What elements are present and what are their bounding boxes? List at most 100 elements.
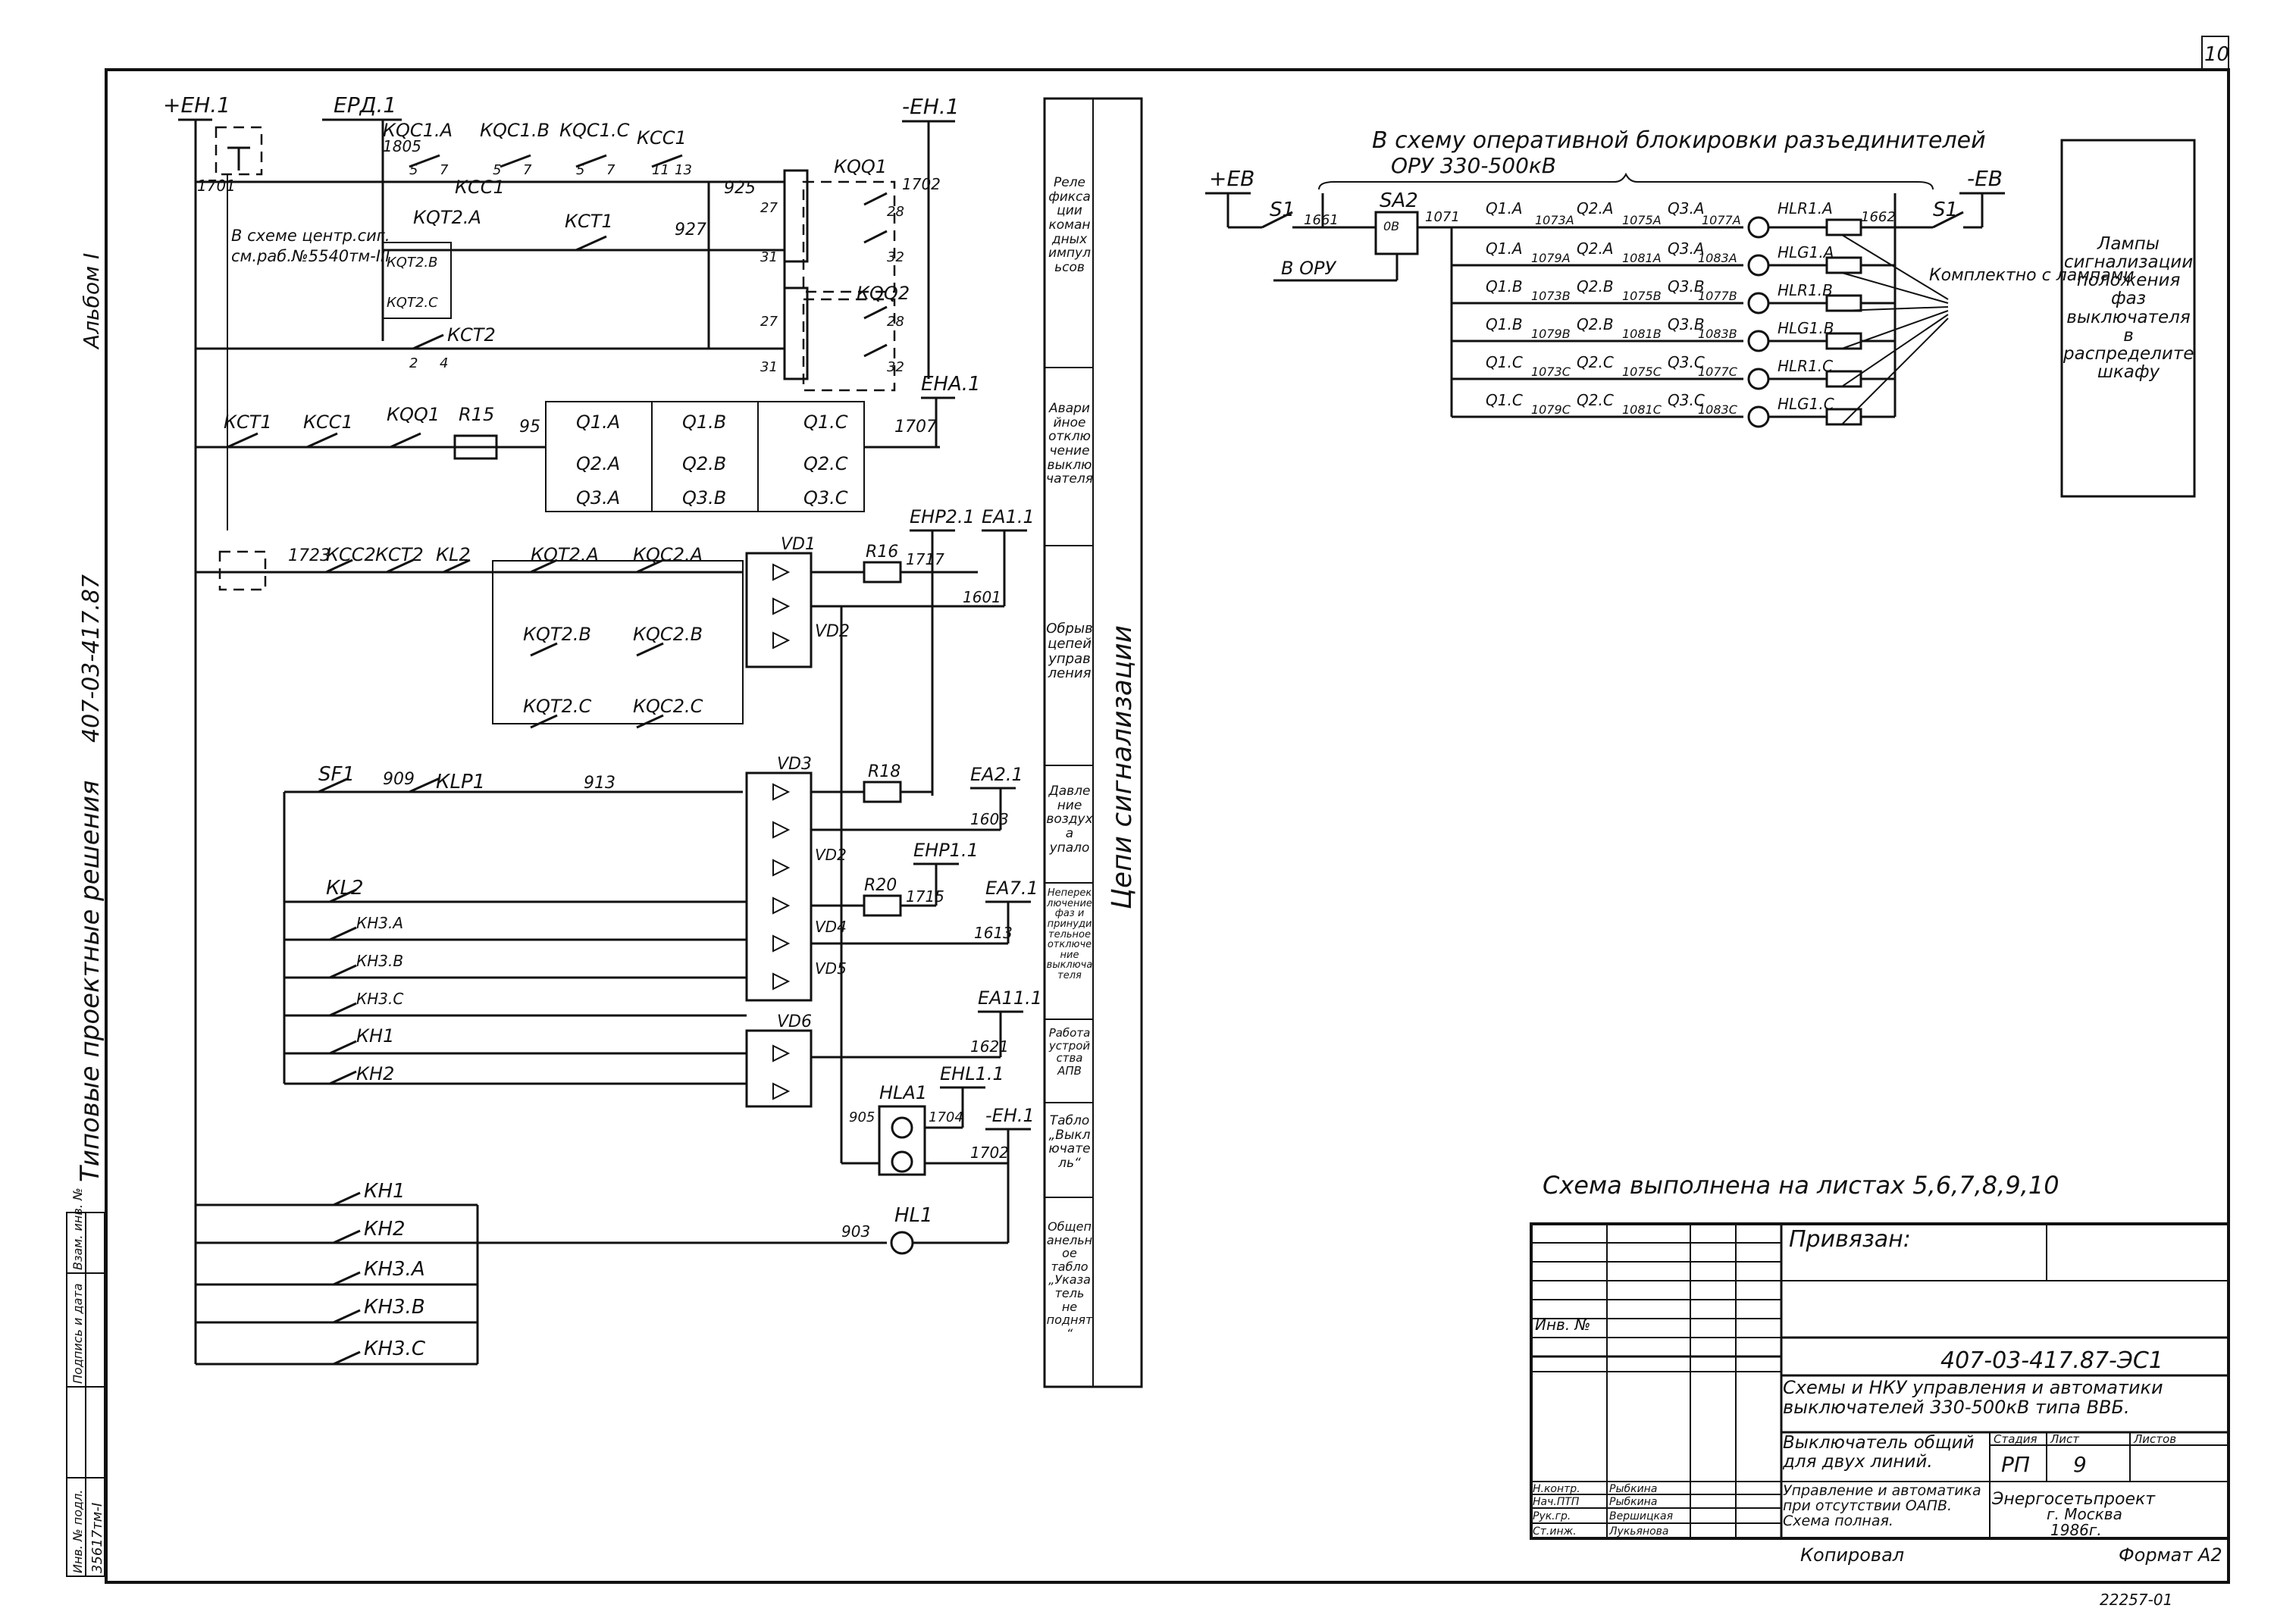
svg-text:R18: R18 xyxy=(868,762,901,781)
svg-text:1704: 1704 xyxy=(929,1109,963,1125)
svg-text:1717: 1717 xyxy=(906,550,944,568)
diode-block-vd3 xyxy=(745,771,813,1002)
svg-text:Q3.А: Q3.А xyxy=(576,487,620,508)
svg-text:КQС1.А: КQС1.А xyxy=(383,120,453,141)
right-title-1: В схему оперативной блокировки разъедини… xyxy=(1372,127,1986,154)
svg-text:КН2: КН2 xyxy=(364,1218,406,1241)
svg-text:1805: 1805 xyxy=(383,137,421,155)
bound-label: Привязан: xyxy=(1789,1226,1911,1253)
bus-minus-eb: -ЕВ xyxy=(1967,166,2003,191)
svg-text:1083С: 1083С xyxy=(1698,402,1738,417)
doc-description: Управление и автоматика при отсутствии О… xyxy=(1783,1484,1981,1529)
phase-row-5: Q1.С 1073С Q2.С 1075С Q3.С 1077С НLR1.С xyxy=(1452,353,1862,390)
svg-text:КСТ2: КСТ2 xyxy=(375,544,424,565)
svg-text:КН3.С: КН3.С xyxy=(356,990,403,1008)
svg-text:27: 27 xyxy=(760,314,778,330)
series-code: 407-03-417.87 xyxy=(78,574,105,743)
svg-text:КQС2.С: КQС2.С xyxy=(633,696,703,717)
svg-text:КСС1: КСС1 xyxy=(303,411,353,433)
svg-text:1081В: 1081В xyxy=(1622,327,1662,341)
svg-text:Рыбкина: Рыбкина xyxy=(1609,1483,1657,1495)
svg-text:R15: R15 xyxy=(459,404,494,425)
svg-text:7: 7 xyxy=(606,162,615,178)
svg-text:КQQ2: КQQ2 xyxy=(857,283,910,304)
doc-subtitle: Выключатель общий для двух линий. xyxy=(1783,1434,1975,1472)
left-margin: Альбом I 407-03-417.87 Типовые проектные… xyxy=(66,253,105,1577)
svg-text:31: 31 xyxy=(760,359,778,375)
signal-row-3: Обрыв цепей управления xyxy=(1046,621,1093,682)
diode-block-vd6 xyxy=(745,1029,813,1108)
svg-text:КQС1.С: КQС1.С xyxy=(559,120,630,141)
svg-text:R16: R16 xyxy=(866,543,898,562)
bus-minus-eh1-b: -ЕН.1 xyxy=(985,1105,1035,1126)
bus-erd1: ЕРД.1 xyxy=(334,92,396,117)
svg-text:КQТ2.В: КQТ2.В xyxy=(523,624,591,645)
signal-row-7: Табло „Выключатель“ xyxy=(1048,1114,1091,1172)
svg-text:1079В: 1079В xyxy=(1531,327,1571,341)
svg-text:913: 913 xyxy=(584,774,615,793)
bus-ehp11: ЕНР1.1 xyxy=(913,840,979,861)
note-center-signal: В схеме центр.сиг. xyxy=(231,227,390,245)
svg-text:КQС2.А: КQС2.А xyxy=(633,544,703,565)
svg-text:КН3.А: КН3.А xyxy=(364,1258,425,1281)
svg-text:28: 28 xyxy=(887,204,904,220)
svg-text:Q1.С: Q1.С xyxy=(803,411,848,433)
svg-text:Q3.В: Q3.В xyxy=(682,487,726,508)
svg-text:1601: 1601 xyxy=(963,588,1001,606)
resistor-r20 xyxy=(863,894,902,917)
svg-text:1075С: 1075С xyxy=(1622,365,1662,379)
signal-panel-title: Цепи сигнализации xyxy=(1107,625,1138,909)
svg-text:28: 28 xyxy=(887,314,904,330)
svg-text:95: 95 xyxy=(519,418,540,437)
svg-text:КQТ2.С: КQТ2.С xyxy=(523,696,591,717)
sheet-value: 9 xyxy=(2073,1452,2087,1477)
doc-title: Схемы и НКУ управления и автоматики выкл… xyxy=(1783,1378,2163,1419)
album-label: Альбом I xyxy=(79,253,104,350)
side-stamp-2: Подпись и дата xyxy=(70,1283,85,1384)
to-oru-label: В ОРУ xyxy=(1281,258,1336,279)
svg-text:Стадия: Стадия xyxy=(1994,1432,2038,1446)
svg-text:КН3.В: КН3.В xyxy=(364,1296,425,1319)
svg-text:Q3.А: Q3.А xyxy=(1668,239,1705,258)
svg-text:КQТ2.В: КQТ2.В xyxy=(387,255,437,271)
svg-text:1723: 1723 xyxy=(288,546,330,565)
signal-row-4: Давление воздуха упало xyxy=(1046,784,1093,856)
svg-text:1071: 1071 xyxy=(1425,209,1460,225)
svg-text:КН2: КН2 xyxy=(356,1063,394,1084)
svg-text:НLG1.А: НLG1.А xyxy=(1778,243,1834,261)
svg-text:КН3.С: КН3.С xyxy=(364,1338,426,1360)
svg-text:1661: 1661 xyxy=(1304,212,1339,228)
lamp-hla1 xyxy=(878,1105,926,1176)
signal-row-8: Общепанельное табло „Указатель не поднят… xyxy=(1046,1220,1093,1341)
bus-ea71: ЕА7.1 xyxy=(985,878,1038,899)
svg-text:Q3.С: Q3.С xyxy=(1668,391,1705,409)
svg-text:1079А: 1079А xyxy=(1531,251,1571,265)
svg-text:КQС2.В: КQС2.В xyxy=(633,624,703,645)
svg-text:Q2.А: Q2.А xyxy=(576,453,620,474)
svg-text:Q3.С: Q3.С xyxy=(803,487,848,508)
lamp-hl1 xyxy=(890,1231,914,1255)
svg-text:1073А: 1073А xyxy=(1535,213,1574,227)
svg-text:7: 7 xyxy=(523,162,532,178)
svg-text:Q2.С: Q2.С xyxy=(1577,391,1614,409)
svg-text:Q2.В: Q2.В xyxy=(1577,277,1614,296)
svg-text:КQС1.В: КQС1.В xyxy=(480,120,550,141)
svg-text:SА2: SА2 xyxy=(1380,189,1418,212)
signal-row-6: Работа устройства АПВ xyxy=(1048,1027,1091,1078)
signal-row-2: Аварийное отключение выключателя xyxy=(1046,402,1093,487)
right-circuit-diagram: В схему оперативной блокировки разъедини… xyxy=(1205,127,2196,498)
svg-text:Q3.А: Q3.А xyxy=(1668,199,1705,217)
svg-text:г. Москва: г. Москва xyxy=(2047,1505,2122,1523)
svg-text:1702: 1702 xyxy=(970,1144,1009,1162)
phase-row-4: Q1.В 1079В Q2.В 1081В Q3.В 1083В НLG1.В xyxy=(1452,315,1862,352)
svg-text:НLА1: НLА1 xyxy=(879,1082,927,1103)
svg-text:НLR1.В: НLR1.В xyxy=(1778,281,1833,299)
svg-text:НLR1.С: НLR1.С xyxy=(1778,357,1833,375)
svg-text:Q2.С: Q2.С xyxy=(803,453,848,474)
resistor-r15 xyxy=(453,434,498,460)
svg-text:1073С: 1073С xyxy=(1531,365,1571,379)
svg-text:КQQ1: КQQ1 xyxy=(834,156,887,177)
svg-text:1077С: 1077С xyxy=(1698,365,1738,379)
svg-text:Q1.А: Q1.А xyxy=(576,411,620,433)
svg-text:1083А: 1083А xyxy=(1698,251,1737,265)
